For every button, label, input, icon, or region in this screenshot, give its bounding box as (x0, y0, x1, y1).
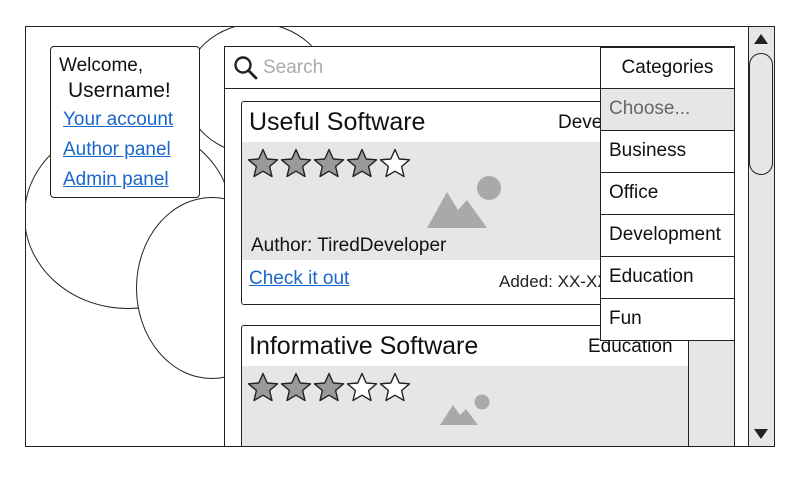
search-input[interactable]: Search (263, 57, 324, 78)
star-empty-icon (379, 372, 411, 402)
categories-dropdown[interactable]: Categories Choose... Business Office Dev… (600, 47, 735, 341)
image-placeholder-icon (440, 394, 490, 425)
app-window: Welcome, Username! Your account Author p… (25, 26, 775, 447)
triangle-down-icon (754, 429, 768, 439)
your-account-link[interactable]: Your account (63, 109, 174, 130)
category-option-business[interactable]: Business (601, 130, 734, 172)
scroll-up-button[interactable] (749, 27, 773, 51)
star-filled-icon (280, 148, 312, 178)
star-filled-icon (247, 148, 279, 178)
triangle-up-icon (754, 34, 768, 44)
user-panel: Welcome, Username! Your account Author p… (50, 46, 200, 198)
check-it-out-link[interactable]: Check it out (249, 268, 350, 289)
search-icon[interactable] (233, 55, 259, 81)
image-placeholder-icon (427, 176, 501, 228)
star-filled-icon (346, 148, 378, 178)
card-title[interactable]: Informative Software (249, 332, 479, 360)
star-rating (247, 148, 411, 178)
card-image (242, 366, 689, 446)
scroll-down-button[interactable] (749, 422, 773, 446)
category-option-education[interactable]: Education (601, 256, 734, 298)
star-filled-icon (247, 372, 279, 402)
window-scrollbar[interactable] (748, 27, 774, 446)
author-panel-link[interactable]: Author panel (63, 139, 171, 160)
card-title[interactable]: Useful Software (249, 108, 426, 136)
categories-header[interactable]: Categories (621, 57, 714, 78)
category-option-development[interactable]: Development (601, 214, 734, 256)
star-filled-icon (280, 372, 312, 402)
software-card: Informative Software Education (241, 325, 690, 446)
category-choose-option[interactable]: Choose... (601, 88, 734, 130)
star-filled-icon (313, 148, 345, 178)
card-author: Author: TiredDeveloper (251, 235, 447, 256)
star-empty-icon (379, 148, 411, 178)
scrollbar-thumb[interactable] (749, 53, 773, 175)
category-option-office[interactable]: Office (601, 172, 734, 214)
category-option-fun[interactable]: Fun (601, 298, 734, 340)
star-empty-icon (346, 372, 378, 402)
star-filled-icon (313, 372, 345, 402)
card-category: Education (588, 336, 673, 357)
username-text: Username! (68, 79, 171, 102)
welcome-text: Welcome, (59, 55, 144, 76)
star-rating (247, 372, 411, 402)
admin-panel-link[interactable]: Admin panel (63, 169, 169, 190)
